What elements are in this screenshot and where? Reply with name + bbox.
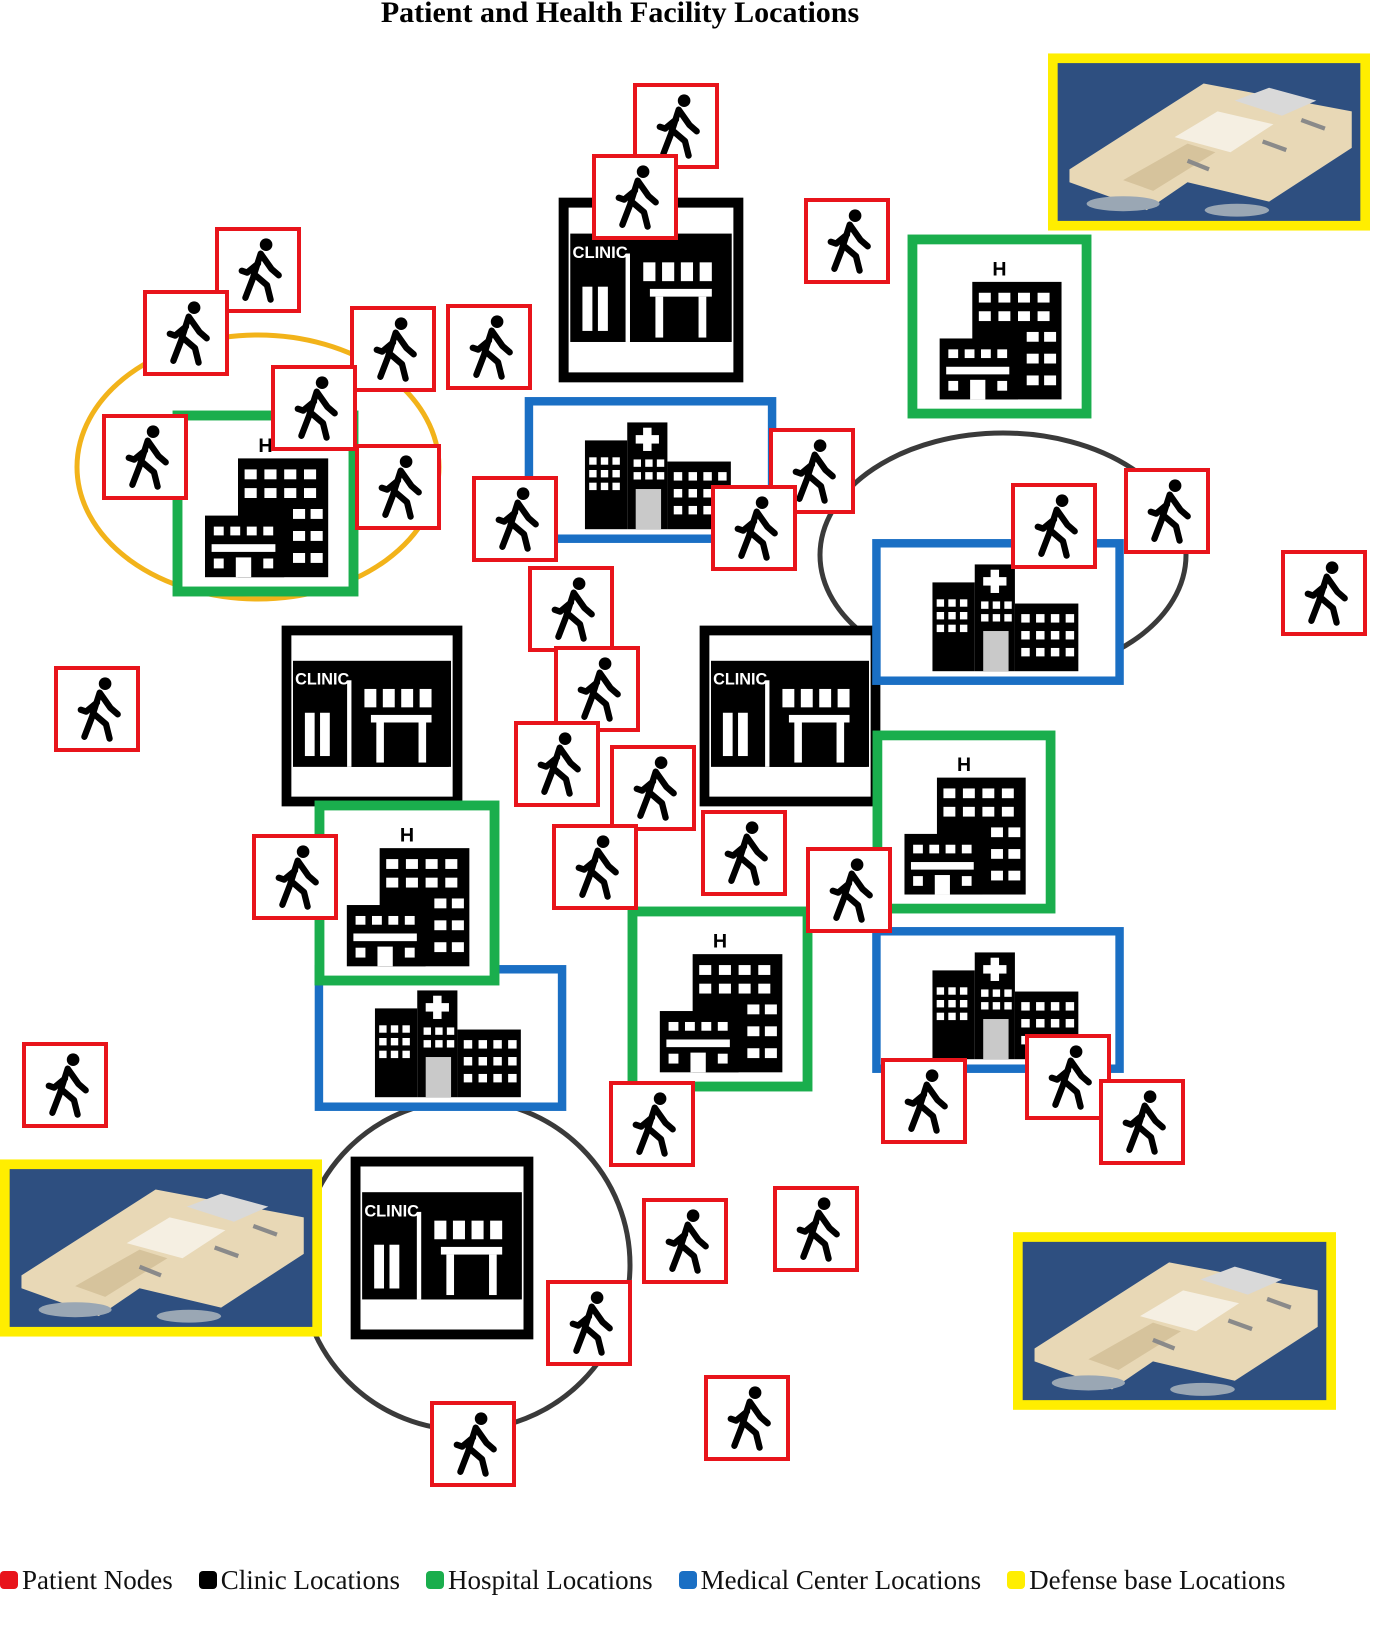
hospital-icon — [319, 805, 494, 980]
legend-swatch-clinic — [198, 1571, 217, 1589]
legend-label-medical: Medical Center Locations — [700, 1564, 982, 1595]
medical-center-icon — [319, 969, 562, 1106]
defense-base-icon — [1013, 1232, 1336, 1410]
legend-item-hospital: Hospital Locations — [425, 1564, 653, 1596]
defense-base-icon — [0, 1159, 322, 1336]
legend-item-defense: Defense base Locations — [1007, 1565, 1285, 1596]
clinic-icon — [704, 630, 875, 801]
hospital-icon — [912, 239, 1086, 413]
hospital-icon — [877, 735, 1050, 908]
legend-label-clinic: Clinic Locations — [220, 1564, 400, 1595]
legend-label-patient: Patient Nodes — [22, 1564, 173, 1595]
clinic-icon — [356, 1162, 529, 1335]
defense-base-icon — [1048, 53, 1370, 230]
patient-nodes — [22, 83, 1367, 1487]
legend-label-defense: Defense base Locations — [1029, 1564, 1286, 1595]
legend-swatch-patient — [0, 1571, 18, 1589]
legend-item-patient: Patient Nodes — [0, 1565, 173, 1596]
patient-node — [773, 1186, 859, 1272]
diagram-title: Patient and Health Facility Locations — [380, 0, 860, 29]
hospital-icon — [632, 911, 807, 1086]
patient-node — [252, 834, 338, 920]
legend-item-clinic: Clinic Locations — [198, 1564, 400, 1596]
legend-swatch-medical — [678, 1571, 697, 1589]
legend-item-medical: Medical Center Locations — [678, 1564, 982, 1596]
legend-label-hospital: Hospital Locations — [447, 1564, 653, 1595]
legend-swatch-hospital — [425, 1571, 444, 1589]
legend-swatch-defense — [1007, 1571, 1026, 1589]
clinic-icon — [286, 630, 457, 801]
legend: Patient Nodes Clinic Locations Hospital … — [0, 1560, 1373, 1600]
